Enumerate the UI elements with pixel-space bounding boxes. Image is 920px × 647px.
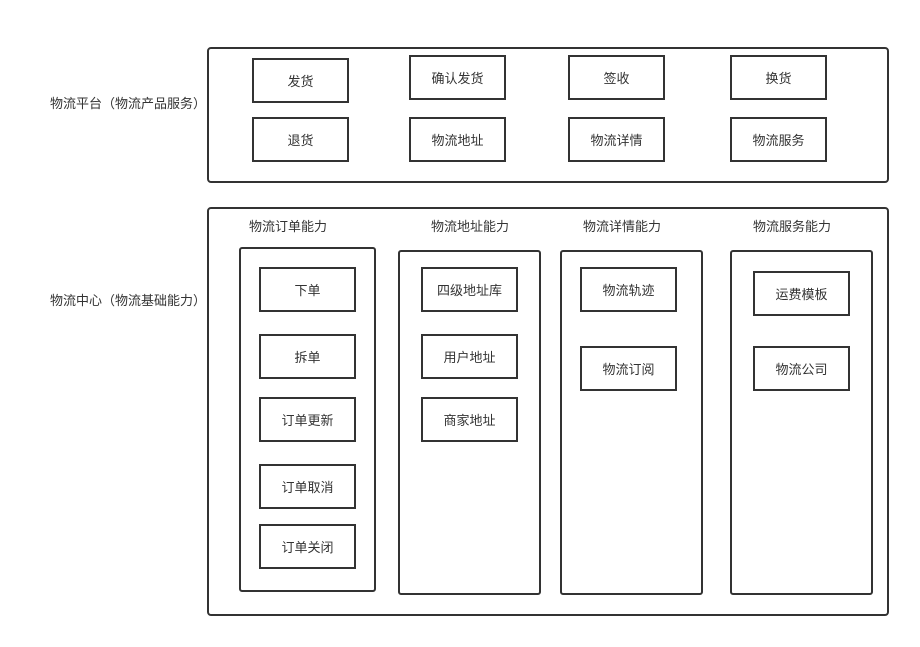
group-title-order: 物流订单能力 (248, 220, 327, 235)
box-ship: 发货 (252, 58, 349, 103)
box-merchant-address: 商家地址 (421, 397, 518, 442)
box-carrier: 物流公司 (753, 346, 850, 391)
box-sign: 签收 (568, 55, 665, 100)
platform-layer-label: 物流平台（物流产品服务） (50, 97, 207, 112)
box-logistics-service: 物流服务 (730, 117, 827, 162)
box-order-close: 订单关闭 (259, 524, 356, 569)
box-split-order: 拆单 (259, 334, 356, 379)
box-address-db: 四级地址库 (421, 267, 518, 312)
group-title-detail: 物流详情能力 (582, 220, 661, 235)
box-tracking: 物流轨迹 (580, 267, 677, 312)
box-confirm-ship: 确认发货 (409, 55, 506, 100)
group-title-service: 物流服务能力 (752, 220, 831, 235)
box-order-update: 订单更新 (259, 397, 356, 442)
center-layer-label: 物流中心（物流基础能力） (50, 294, 207, 309)
box-freight-template: 运费模板 (753, 271, 850, 316)
box-user-address: 用户地址 (421, 334, 518, 379)
box-order-cancel: 订单取消 (259, 464, 356, 509)
box-return: 退货 (252, 117, 349, 162)
box-logistics-detail: 物流详情 (568, 117, 665, 162)
box-logistics-address: 物流地址 (409, 117, 506, 162)
box-subscription: 物流订阅 (580, 346, 677, 391)
box-exchange: 换货 (730, 55, 827, 100)
box-place-order: 下单 (259, 267, 356, 312)
group-title-address: 物流地址能力 (430, 220, 509, 235)
